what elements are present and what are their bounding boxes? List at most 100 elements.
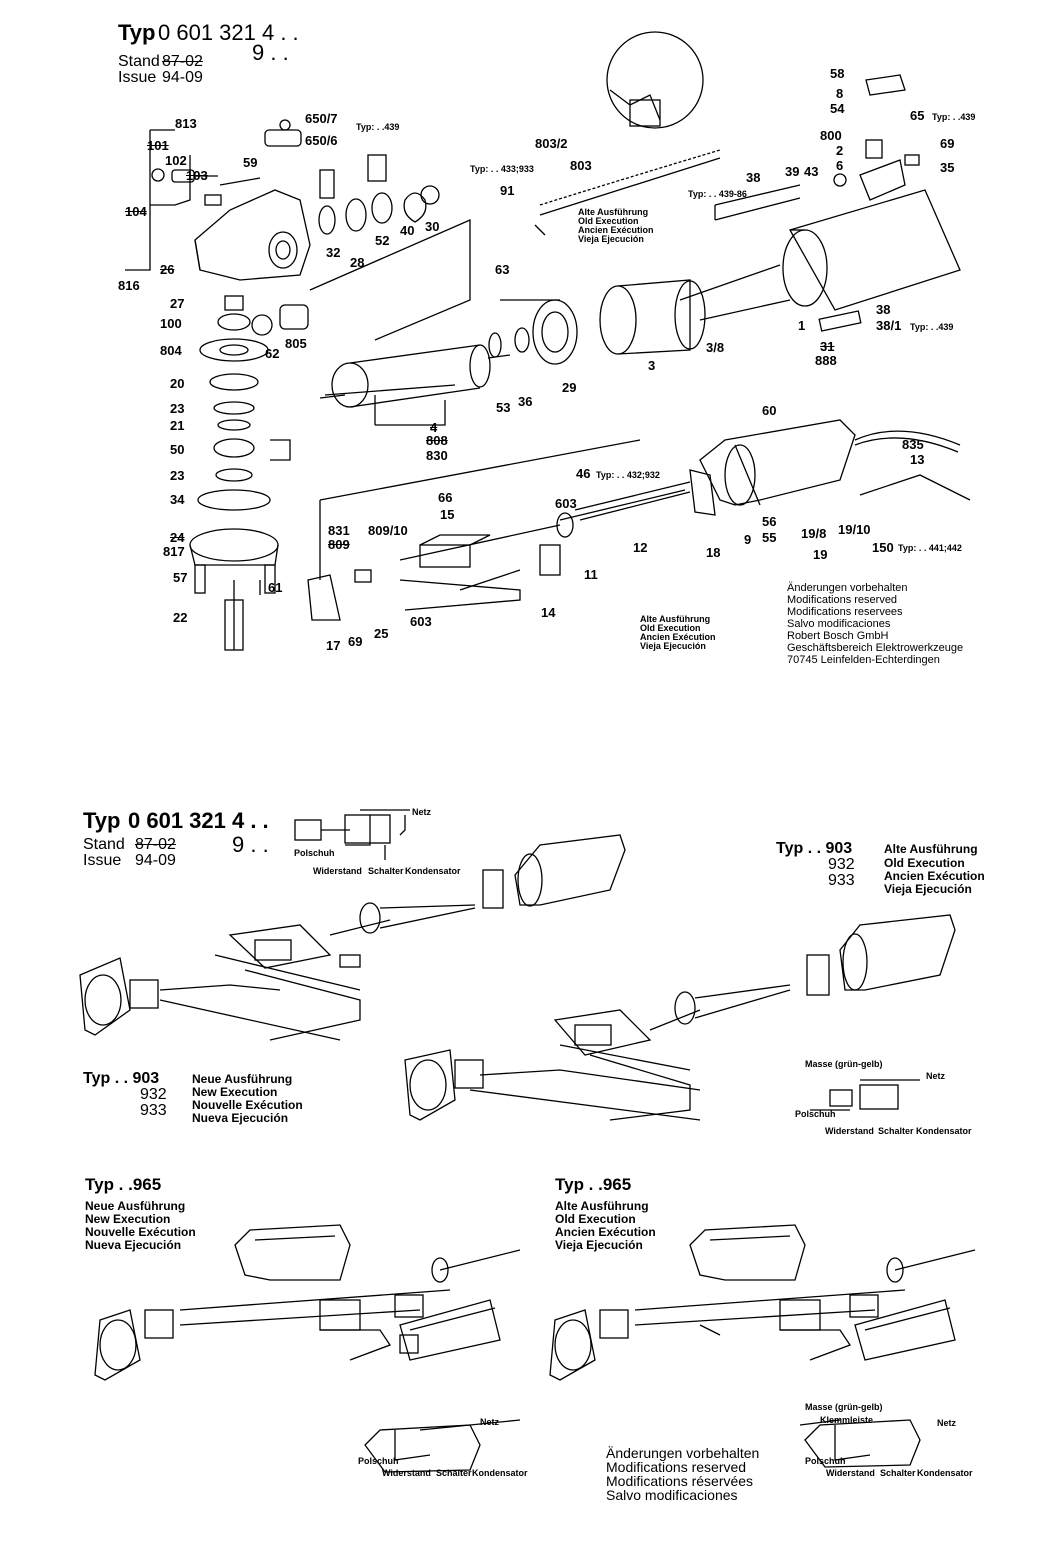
callout: 91: [500, 183, 515, 198]
bl-exec-1: Neue Ausführung: [85, 1199, 186, 1213]
br-exec-4: Vieja Ejecución: [555, 1238, 643, 1252]
wiring-widerstand: Widerstand: [826, 1468, 875, 1478]
wiring-kondensator: Kondensator: [405, 866, 461, 876]
mid-typ-old: Typ . . 903: [776, 840, 853, 857]
callout: 14: [541, 605, 556, 620]
callout: 803: [570, 158, 592, 173]
wiring-klemmleiste: Klemmleiste: [820, 1415, 874, 1425]
callout: 809/10: [368, 523, 408, 538]
execution-old-b3: Ancien Exécution: [640, 632, 716, 642]
callout: 26: [160, 262, 175, 277]
callout: 2: [836, 143, 844, 158]
top-typ-number: 0 601 321 4 . .: [158, 20, 299, 45]
callout: 24: [170, 530, 185, 545]
callout: 100: [160, 316, 182, 331]
mid-exec-old-2: Old Execution: [884, 856, 965, 870]
callout: 38/1: [876, 318, 902, 333]
br-note-4: Salvo modificaciones: [606, 1487, 738, 1503]
mid-stand-label: Stand: [83, 836, 125, 853]
mid-typ-old-2: 932: [828, 856, 855, 873]
callout: 60: [762, 403, 777, 418]
note-line: Geschäftsbereich Elektrowerkzeuge: [787, 642, 964, 654]
callout: 46: [576, 466, 591, 481]
callout: 28: [350, 255, 365, 270]
callout: 36: [518, 394, 533, 409]
mid-stand-value: 87-02: [135, 836, 176, 853]
wiring-netz: Netz: [926, 1071, 946, 1081]
callout: 11: [584, 567, 598, 582]
callout: 40: [400, 223, 415, 238]
top-stand-value: 87-02: [162, 53, 203, 70]
bl-typ: Typ . .965: [85, 1175, 162, 1194]
callout: 831: [328, 523, 350, 538]
callout: 603: [555, 496, 577, 511]
callout: 8: [836, 86, 844, 101]
wiring-polschuh: Polschuh: [294, 848, 335, 858]
callout: 20: [170, 376, 185, 391]
callout: 817: [163, 544, 185, 559]
mid-exec-new-2: New Execution: [192, 1085, 278, 1099]
mid-exec-new-1: Neue Ausführung: [192, 1072, 293, 1086]
note-line: Salvo modificaciones: [787, 618, 891, 630]
callout: 6: [836, 158, 844, 173]
mid-exec-old-3: Ancien Exécution: [884, 869, 985, 883]
mid-typ-variant: 9 . .: [232, 832, 269, 857]
mid-typ-word: Typ: [83, 808, 121, 833]
top-issue-value: 94-09: [162, 69, 203, 86]
callout: 63: [495, 262, 510, 277]
callout: 15: [440, 507, 455, 522]
br-typ: Typ . .965: [555, 1175, 632, 1194]
mid-typ-new-3: 933: [140, 1102, 167, 1119]
callout: 19/8: [801, 526, 827, 541]
callout: 38: [876, 302, 891, 317]
br-note-2: Modifications reserved: [606, 1459, 747, 1475]
callout: 3: [648, 358, 656, 373]
wiring-schalter: Schalter: [368, 866, 404, 876]
mid-typ-old-3: 933: [828, 872, 855, 889]
callout: Typ: . . 441;442: [898, 543, 962, 553]
callout: 101: [147, 138, 169, 153]
note-line: Robert Bosch GmbH: [787, 630, 889, 642]
callout: 809: [328, 537, 350, 552]
mid-typ-new: Typ . . 903: [83, 1070, 160, 1087]
wiring-masse: Masse (grün-gelb): [805, 1059, 883, 1069]
execution-old-4: Vieja Ejecución: [578, 234, 644, 244]
execution-old-1: Alte Ausführung: [578, 207, 649, 217]
mid-exec-new-4: Nueva Ejecución: [192, 1111, 289, 1125]
top-typ-variant: 9 . .: [252, 40, 289, 65]
mid-exec-old-1: Alte Ausführung: [884, 842, 978, 856]
top-issue-label: Issue: [118, 69, 157, 86]
mid-issue-label: Issue: [83, 852, 122, 869]
callout: 25: [374, 626, 389, 641]
callout: 650/6: [305, 133, 338, 148]
callout: Typ: . .439: [910, 322, 954, 332]
top-stand-label: Stand: [118, 53, 160, 70]
wiring-kondensator: Kondensator: [917, 1468, 973, 1478]
wiring-polschuh: Polschuh: [358, 1456, 399, 1466]
callout: 32: [326, 245, 341, 260]
callout: 61: [268, 580, 283, 595]
note-line: Modifications reservees: [787, 606, 903, 618]
top-typ-word: Typ: [118, 20, 156, 45]
callout: 19/10: [838, 522, 871, 537]
callout: 803/2: [535, 136, 568, 151]
mid-typ-number: 0 601 321 4 . .: [128, 808, 269, 833]
note-line: Änderungen vorbehalten: [787, 582, 908, 594]
mid-typ-new-2: 932: [140, 1086, 167, 1103]
callout: 650/7: [305, 111, 338, 126]
wiring-masse: Masse (grün-gelb): [805, 1402, 883, 1412]
callout: Typ: . .439: [932, 112, 976, 122]
callout: 3/8: [706, 340, 725, 355]
callout: 39: [785, 164, 800, 179]
wiring-netz: Netz: [937, 1418, 957, 1428]
callout: Typ: . . 439-86: [688, 189, 747, 199]
callout: 50: [170, 442, 185, 457]
wiring-polschuh: Polschuh: [795, 1109, 836, 1119]
callout: 830: [426, 448, 448, 463]
br-note-3: Modifications réservées: [606, 1473, 754, 1489]
callout: 53: [496, 400, 511, 415]
execution-old-b2: Old Execution: [640, 623, 701, 633]
callout: 66: [438, 490, 453, 505]
br-exec-3: Ancien Exécution: [555, 1225, 656, 1239]
